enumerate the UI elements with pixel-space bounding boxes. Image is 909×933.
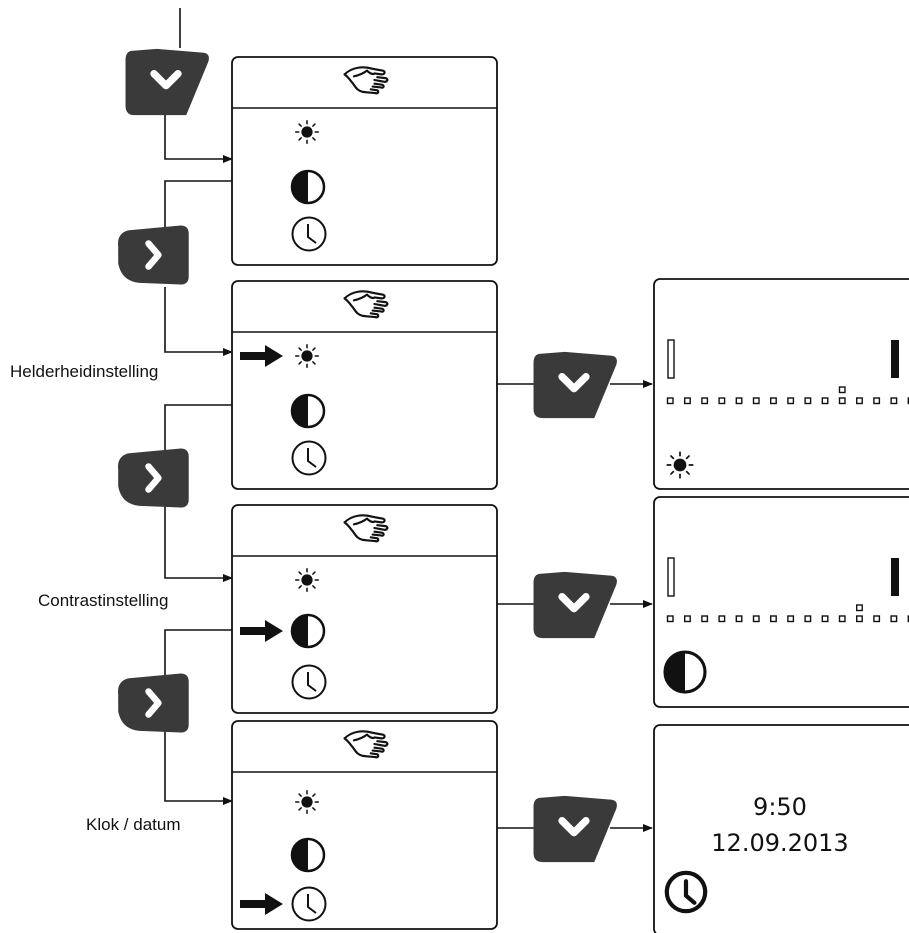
level-step bbox=[770, 615, 777, 623]
menu-screen-1 bbox=[231, 56, 498, 266]
clock-icon[interactable] bbox=[291, 440, 327, 476]
right-connectors bbox=[497, 380, 653, 832]
level-step bbox=[804, 397, 812, 405]
level-min-marker bbox=[667, 339, 675, 379]
level-step bbox=[718, 397, 726, 405]
level-step bbox=[770, 397, 777, 405]
level-step bbox=[821, 615, 829, 623]
contrast-screen bbox=[653, 496, 909, 708]
brightness-icon[interactable] bbox=[295, 568, 319, 592]
brightness-icon[interactable] bbox=[295, 120, 319, 144]
level-current-marker bbox=[838, 386, 846, 394]
level-step bbox=[873, 397, 881, 405]
clock-time: 9:50 bbox=[753, 793, 807, 821]
level-step bbox=[701, 397, 709, 405]
selection-arrow-icon bbox=[240, 345, 283, 367]
brightness-icon bbox=[666, 451, 694, 479]
down-arrow-button[interactable] bbox=[534, 352, 617, 418]
level-min-marker bbox=[667, 557, 675, 597]
menu-screen-2 bbox=[231, 280, 498, 490]
brightness-icon[interactable] bbox=[295, 790, 319, 814]
level-step bbox=[838, 397, 846, 405]
level-step bbox=[890, 615, 898, 623]
down-arrow-button[interactable] bbox=[534, 796, 617, 862]
level-step bbox=[873, 615, 881, 623]
level-step bbox=[752, 397, 760, 405]
brightness-setting-label: Helderheidinstelling bbox=[10, 362, 159, 381]
clock-icon[interactable] bbox=[291, 216, 327, 252]
selection-arrow-icon bbox=[240, 620, 283, 642]
level-step bbox=[890, 397, 898, 405]
clock-date-label: Klok / datum bbox=[86, 815, 181, 834]
contrast-setting-label: Contrastinstelling bbox=[38, 591, 169, 610]
level-max-marker bbox=[891, 340, 899, 378]
level-step bbox=[821, 397, 829, 405]
right-arrow-button[interactable] bbox=[118, 448, 189, 507]
level-max-marker bbox=[891, 558, 899, 596]
level-step bbox=[838, 615, 846, 623]
level-step bbox=[684, 397, 691, 405]
right-arrow-button[interactable] bbox=[118, 673, 189, 732]
clock-icon[interactable] bbox=[291, 886, 327, 922]
clock-icon bbox=[667, 873, 705, 911]
level-step bbox=[666, 615, 674, 623]
level-step bbox=[701, 615, 709, 623]
selection-arrow-icon bbox=[240, 893, 283, 915]
clock-icon[interactable] bbox=[291, 664, 327, 700]
level-step bbox=[666, 397, 674, 405]
level-step bbox=[752, 615, 760, 623]
level-current-marker bbox=[856, 604, 863, 612]
menu-screen-4 bbox=[231, 720, 498, 930]
menu-screen-3 bbox=[231, 504, 498, 714]
brightness-screen bbox=[653, 278, 909, 490]
brightness-level-bar bbox=[666, 339, 909, 405]
clock-date: 12.09.2013 bbox=[711, 829, 849, 857]
level-step bbox=[735, 397, 743, 405]
level-step bbox=[856, 397, 863, 405]
level-step bbox=[735, 615, 743, 623]
level-step bbox=[856, 615, 863, 623]
brightness-icon[interactable] bbox=[295, 344, 319, 368]
level-step bbox=[787, 397, 795, 405]
level-step bbox=[718, 615, 726, 623]
level-step bbox=[804, 615, 812, 623]
down-arrow-button[interactable] bbox=[126, 49, 209, 115]
right-arrow-button[interactable] bbox=[118, 225, 189, 284]
level-step bbox=[684, 615, 691, 623]
level-step bbox=[787, 615, 795, 623]
clock-screen bbox=[653, 724, 909, 933]
left-connectors bbox=[164, 8, 233, 805]
down-arrow-button[interactable] bbox=[534, 572, 617, 638]
contrast-level-bar bbox=[666, 557, 909, 623]
